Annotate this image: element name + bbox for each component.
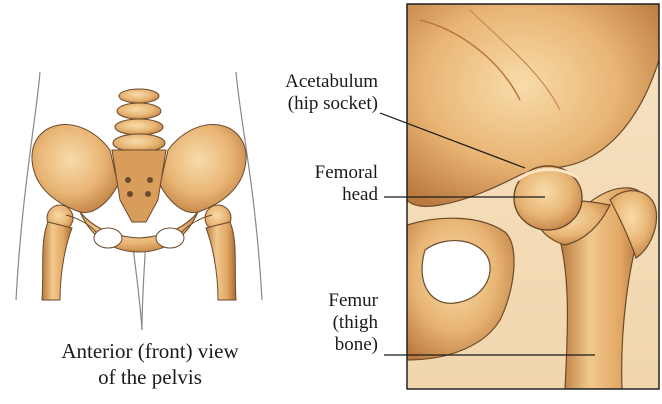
- caption-line1: Anterior (front) view: [30, 338, 270, 364]
- femoral-head-label-line2: head: [315, 184, 378, 206]
- femur-label-line2: (thigh: [328, 312, 378, 334]
- femur-label-line3: bone): [328, 334, 378, 356]
- femur-label: Femur (thigh bone): [328, 290, 378, 356]
- acetabulum-label-line2: (hip socket): [285, 93, 378, 115]
- pelvis-caption: Anterior (front) view of the pelvis: [30, 338, 270, 390]
- acetabulum-label: Acetabulum (hip socket): [285, 71, 378, 115]
- femoral-head-label-line1: Femoral: [315, 162, 378, 184]
- pelvis-front-view: [32, 89, 246, 300]
- caption-line2: of the pelvis: [30, 364, 270, 390]
- femur-label-line1: Femur: [328, 290, 378, 312]
- femoral-head-label: Femoral head: [315, 162, 378, 206]
- acetabulum-label-line1: Acetabulum: [285, 71, 378, 93]
